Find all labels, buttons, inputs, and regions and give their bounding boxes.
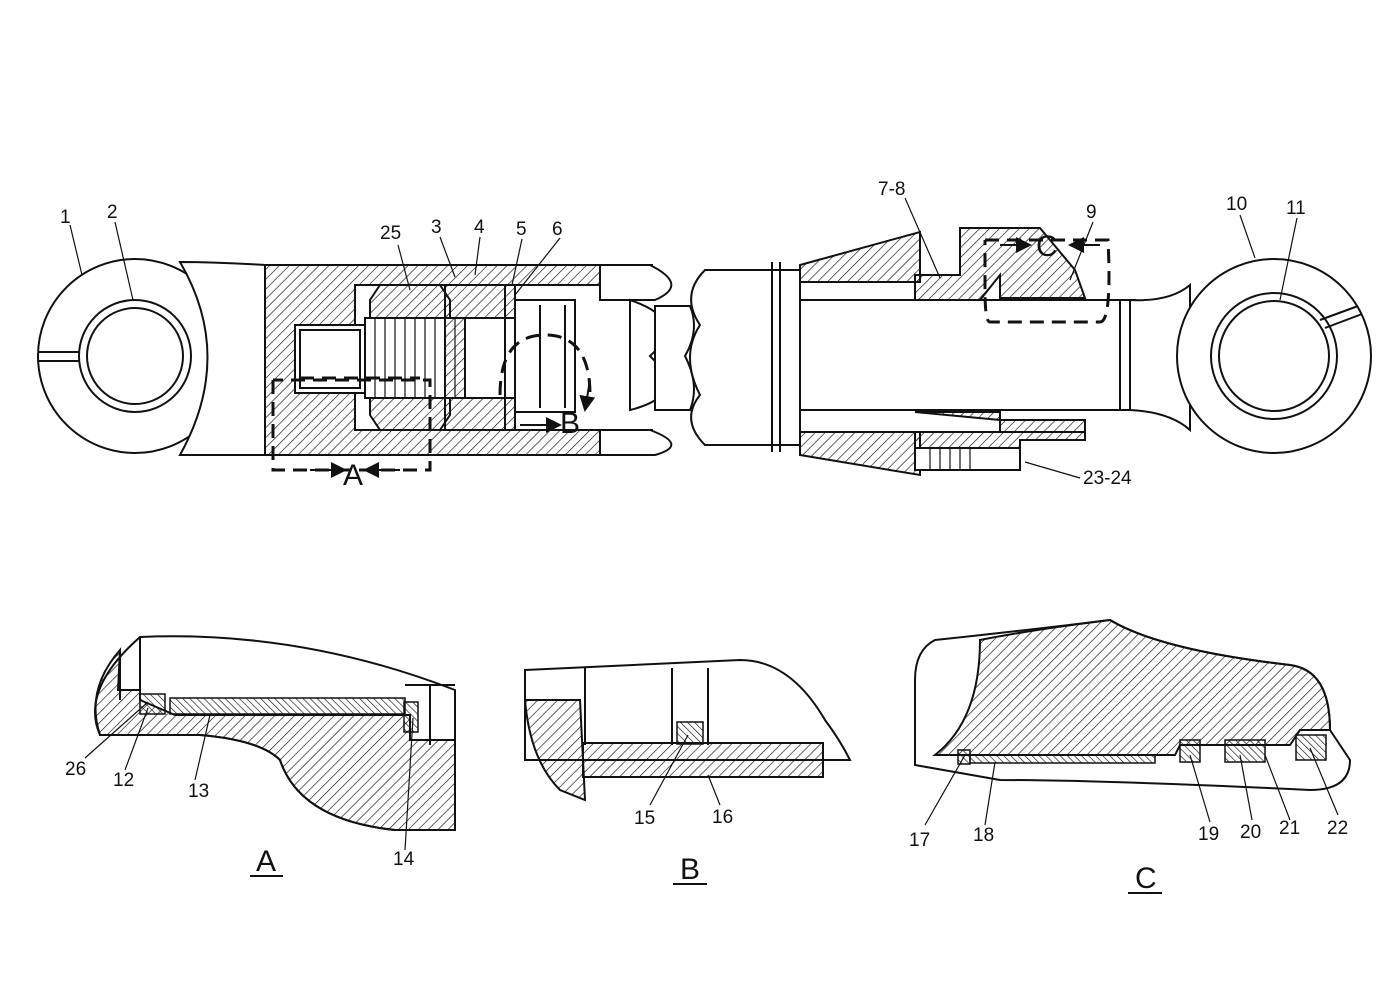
- view-title-b: B: [680, 853, 700, 886]
- detail-view-a: [94, 635, 456, 831]
- rod-gland-assembly: [689, 227, 1372, 477]
- detail-marker-c: C: [1036, 230, 1058, 263]
- callout-7-8: 7-8: [878, 179, 905, 200]
- detail-marker-a: A: [343, 459, 363, 492]
- callout-1: 1: [60, 207, 71, 228]
- callout-15: 15: [634, 808, 655, 829]
- callout-23-24: 23-24: [1083, 468, 1132, 489]
- callout-21: 21: [1279, 818, 1300, 839]
- detail-markers: [271, 237, 1111, 478]
- rod-eye: [1176, 258, 1372, 454]
- barrel-tube-right: [799, 230, 921, 283]
- leader-lines: [69, 197, 1339, 851]
- callout-11: 11: [1286, 198, 1306, 219]
- callout-labels: 1 2 25 3 4 5 6 7-8 9 10 11 23-24 26 12 1…: [60, 179, 1348, 895]
- detail-view-c: [914, 618, 1352, 792]
- wear-ring: [169, 697, 406, 715]
- callout-19: 19: [1198, 824, 1219, 845]
- callout-18: 18: [973, 825, 994, 846]
- callout-26: 26: [65, 759, 86, 780]
- callout-5: 5: [516, 219, 527, 240]
- callout-22: 22: [1327, 818, 1348, 839]
- callout-9: 9: [1086, 202, 1097, 223]
- barrel-bushing: [78, 299, 192, 413]
- callout-3: 3: [431, 217, 442, 238]
- gland-bushing: [969, 754, 1156, 764]
- rod-bushing: [1210, 292, 1338, 420]
- callout-6: 6: [552, 219, 563, 240]
- detail-view-b: [523, 658, 852, 802]
- callout-13: 13: [188, 781, 209, 802]
- piston-rod: [799, 299, 1136, 411]
- view-title-a: A: [256, 845, 276, 878]
- barrel-bushing-inner: [86, 307, 184, 405]
- rod-bushing-inner: [1218, 300, 1330, 412]
- callout-16: 16: [712, 807, 733, 828]
- callout-4: 4: [474, 217, 485, 238]
- callout-25: 25: [380, 223, 401, 244]
- piston-ring: [582, 742, 824, 778]
- callout-17: 17: [909, 830, 930, 851]
- callout-12: 12: [113, 770, 134, 791]
- detail-marker-b: B: [560, 407, 580, 440]
- callout-20: 20: [1240, 822, 1261, 843]
- cylinder-barrel-assembly: [37, 258, 695, 457]
- callout-10: 10: [1226, 194, 1247, 215]
- gland-bolt: [914, 447, 1021, 471]
- callout-2: 2: [107, 202, 118, 223]
- callout-14: 14: [393, 849, 415, 870]
- view-title-c: C: [1135, 862, 1157, 895]
